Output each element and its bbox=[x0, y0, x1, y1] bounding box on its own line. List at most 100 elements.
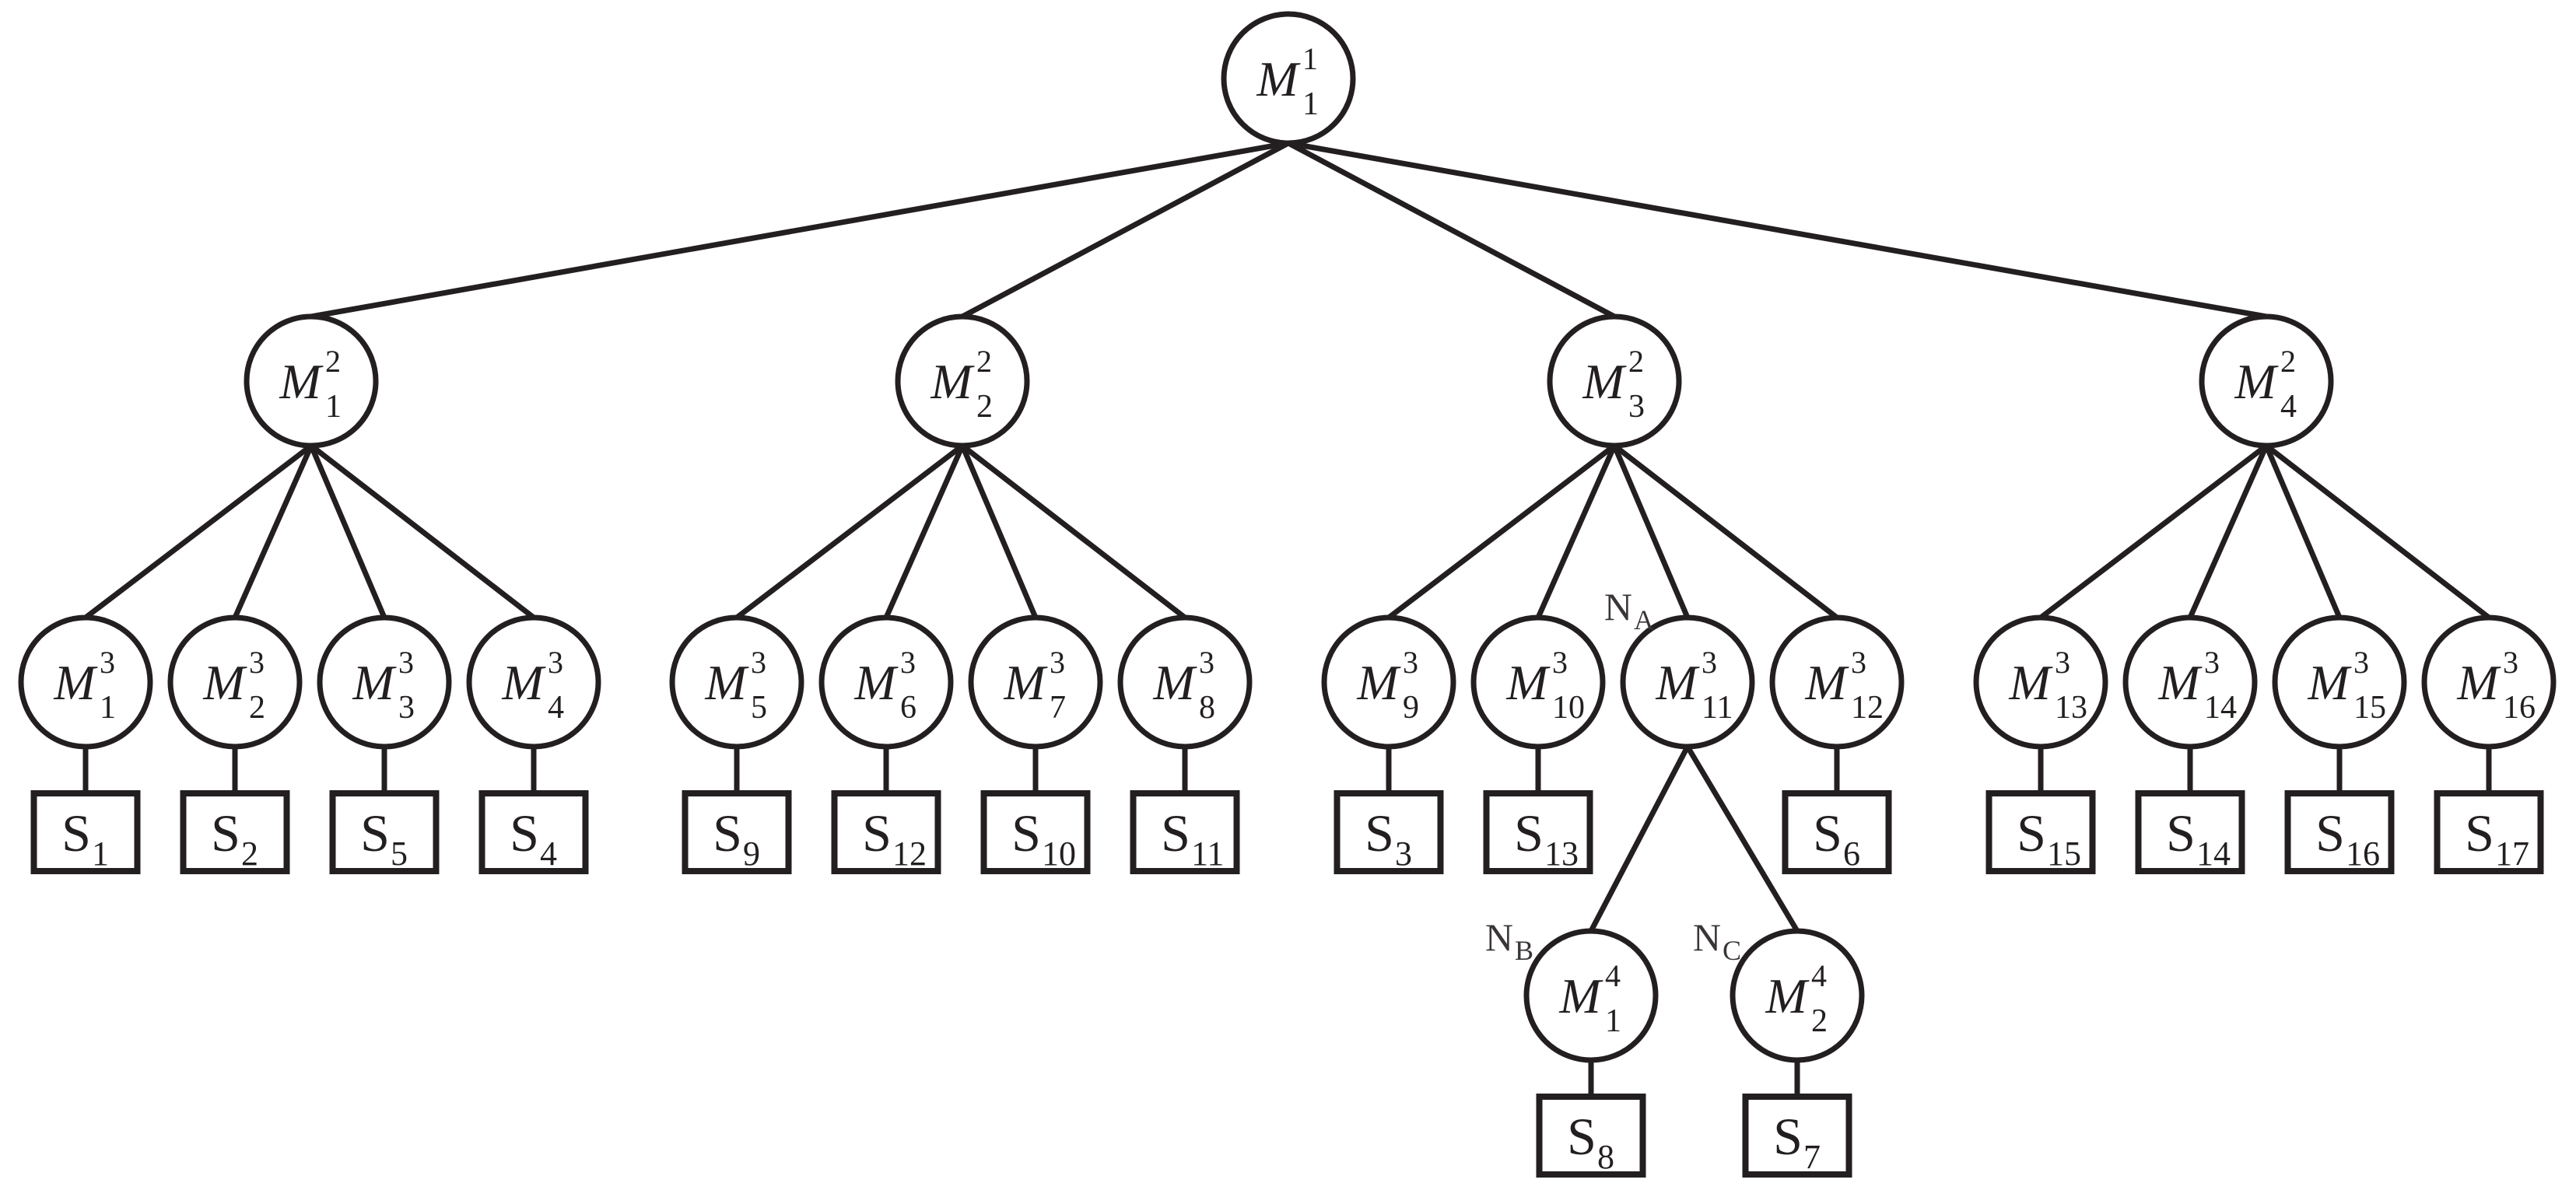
station-label-S13: S bbox=[1514, 803, 1544, 863]
machine-label-sup-M3_7: 3 bbox=[1050, 645, 1065, 680]
machine-label-M2_4: M bbox=[2234, 354, 2279, 409]
station-node-S9 bbox=[682, 790, 792, 874]
machine-label-sup-M2_3: 2 bbox=[1628, 344, 1644, 379]
machine-node-M3_7 bbox=[968, 614, 1103, 750]
station-label-sub-S13: 13 bbox=[1544, 835, 1579, 873]
machine-label-sup-M3_1: 3 bbox=[100, 645, 115, 680]
machine-label-sup-M3_12: 3 bbox=[1851, 645, 1866, 680]
machine-node-M3_10 bbox=[1470, 614, 1606, 750]
station-label-sub-S2: 2 bbox=[241, 835, 258, 873]
machine-node-M3_3 bbox=[317, 614, 452, 750]
machine-label-sup-M3_3: 3 bbox=[398, 645, 414, 680]
station-label-sub-S9: 9 bbox=[743, 835, 760, 873]
machine-label-M3_2: M bbox=[202, 655, 247, 710]
machine-node-M3_11 bbox=[1620, 614, 1755, 750]
machine-label-sub-M4_1: 1 bbox=[1605, 1003, 1621, 1039]
station-label-S2: S bbox=[211, 803, 240, 863]
station-label-S8: S bbox=[1567, 1107, 1596, 1166]
machine-label-M4_2: M bbox=[1765, 968, 1810, 1024]
machine-label-sup-M3_5: 3 bbox=[751, 645, 766, 680]
machine-node-M2_3 bbox=[1547, 313, 1682, 449]
edge-M3_11-M4_2 bbox=[1684, 744, 1800, 934]
edge-M2_3-M3_11 bbox=[1611, 443, 1691, 621]
machine-label-M3_1: M bbox=[53, 655, 98, 710]
machine-label-sub-M3_12: 12 bbox=[1851, 690, 1884, 726]
machine-label-M2_2: M bbox=[930, 354, 975, 409]
machine-label-sub-M3_13: 13 bbox=[2055, 690, 2087, 726]
machine-label-sub-M3_8: 8 bbox=[1199, 690, 1215, 726]
station-node-S7 bbox=[1742, 1094, 1852, 1178]
machine-label-M3_9: M bbox=[1356, 655, 1401, 710]
edge-M2_2-M3_7 bbox=[959, 443, 1039, 621]
machine-node-M2_4 bbox=[2199, 313, 2334, 449]
station-label-S15: S bbox=[2017, 803, 2046, 863]
annotation-label-N_C: N bbox=[1693, 915, 1721, 959]
machine-label-sub-M2_4: 4 bbox=[2280, 389, 2297, 425]
station-label-S10: S bbox=[1011, 803, 1041, 863]
station-label-sub-S14: 14 bbox=[2196, 835, 2231, 873]
station-label-S7: S bbox=[1773, 1107, 1803, 1166]
station-label-sub-S1: 1 bbox=[92, 835, 109, 873]
station-label-sub-S10: 10 bbox=[1042, 835, 1076, 873]
annotation-label-sub-N_A: A bbox=[1634, 604, 1654, 635]
station-label-sub-S4: 4 bbox=[540, 835, 557, 873]
edge-M1_1-M2_4 bbox=[1285, 140, 2269, 320]
station-node-S15 bbox=[1985, 790, 2096, 874]
machine-label-M3_11: M bbox=[1655, 655, 1700, 710]
machine-label-sup-M3_9: 3 bbox=[1403, 645, 1418, 680]
machine-label-sup-M3_14: 3 bbox=[2204, 645, 2220, 680]
machine-label-sup-M2_2: 2 bbox=[976, 344, 992, 379]
station-label-S12: S bbox=[862, 803, 892, 863]
station-label-sub-S15: 15 bbox=[2047, 835, 2081, 873]
machine-label-sub-M1_1: 1 bbox=[1302, 86, 1319, 122]
station-node-S11 bbox=[1130, 790, 1240, 874]
machine-node-M3_5 bbox=[669, 614, 804, 750]
machine-node-M3_13 bbox=[1973, 614, 2108, 750]
machine-label-sup-M4_1: 4 bbox=[1605, 958, 1621, 993]
edge-M2_2-M3_6 bbox=[883, 443, 966, 621]
edge-M2_4-M3_15 bbox=[2263, 443, 2343, 621]
station-label-S14: S bbox=[2166, 803, 2196, 863]
machine-node-M3_9 bbox=[1321, 614, 1456, 750]
machine-label-sup-M2_1: 2 bbox=[325, 344, 341, 379]
station-node-S5 bbox=[329, 790, 440, 874]
machine-label-sub-M3_1: 1 bbox=[100, 690, 116, 726]
machine-node-M3_8 bbox=[1117, 614, 1253, 750]
machine-label-sub-M3_7: 7 bbox=[1050, 690, 1066, 726]
station-node-S3 bbox=[1334, 790, 1444, 874]
station-node-S12 bbox=[831, 790, 941, 874]
annotation-label-N_A: N bbox=[1604, 585, 1632, 628]
machine-label-M3_7: M bbox=[1003, 655, 1048, 710]
station-label-S16: S bbox=[2315, 803, 2345, 863]
machine-label-sup-M2_4: 2 bbox=[2280, 344, 2296, 379]
annotation-label-N_B: N bbox=[1485, 915, 1513, 959]
machine-label-sup-M3_15: 3 bbox=[2353, 645, 2369, 680]
station-label-sub-S6: 6 bbox=[1843, 835, 1860, 873]
station-label-S11: S bbox=[1161, 803, 1190, 863]
machine-label-M3_10: M bbox=[1505, 655, 1551, 710]
edge-M2_2-M3_8 bbox=[959, 443, 1188, 621]
machine-node-M3_4 bbox=[466, 614, 601, 750]
machine-label-sub-M3_5: 5 bbox=[751, 690, 767, 726]
machine-label-M1_1: M bbox=[1256, 51, 1301, 107]
machine-label-sup-M3_10: 3 bbox=[1552, 645, 1568, 680]
machine-label-sub-M3_11: 11 bbox=[1702, 690, 1733, 726]
annotation-label-sub-N_C: C bbox=[1723, 935, 1741, 966]
station-node-S2 bbox=[180, 790, 290, 874]
station-label-sub-S5: 5 bbox=[391, 835, 408, 873]
machine-label-sub-M3_10: 10 bbox=[1552, 690, 1585, 726]
station-label-S9: S bbox=[713, 803, 742, 863]
edge-M2_4-M3_13 bbox=[2038, 443, 2269, 621]
edge-M1_1-M2_1 bbox=[308, 140, 1292, 320]
station-label-sub-S11: 11 bbox=[1191, 835, 1224, 873]
edge-M2_4-M3_16 bbox=[2263, 443, 2492, 621]
station-label-sub-S17: 17 bbox=[2495, 835, 2529, 873]
station-label-sub-S16: 16 bbox=[2346, 835, 2380, 873]
machine-label-sub-M3_15: 15 bbox=[2353, 690, 2386, 726]
machine-label-M3_4: M bbox=[501, 655, 546, 710]
station-label-S1: S bbox=[61, 803, 91, 863]
machine-label-M3_15: M bbox=[2307, 655, 2352, 710]
machine-label-sub-M3_9: 9 bbox=[1403, 690, 1419, 726]
machine-label-sub-M2_2: 2 bbox=[976, 389, 993, 425]
machine-label-sup-M3_6: 3 bbox=[900, 645, 916, 680]
